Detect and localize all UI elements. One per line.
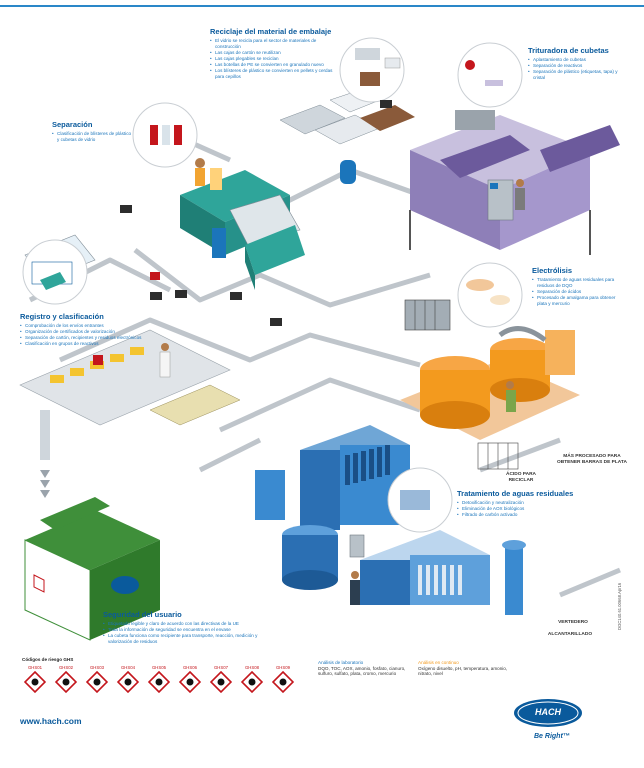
ghs-item: GHS08 <box>239 665 265 698</box>
list-item: Clasificación de blísteres de plástico y… <box>52 131 132 143</box>
section-user-safety: Seguridad del usuario Etiquetado legible… <box>103 610 278 645</box>
lab-analysis-title: Análisis de laboratorio <box>318 660 364 665</box>
packaging-bins <box>279 89 415 145</box>
section-separation: Separación Clasificación de blísteres de… <box>52 120 132 143</box>
list-item: Filtrado de carbón activado <box>457 512 587 518</box>
environment-icon <box>271 670 295 694</box>
section-title: Trituradora de cubetas <box>528 46 609 55</box>
section-title: Separación <box>52 120 93 129</box>
cuvette-box <box>24 497 160 641</box>
list-item: La cubeta funciona como recipiente para … <box>103 633 278 645</box>
label-silver-bars: MÁS PROCESADO PARA OBTENER BARRAS DE PLA… <box>557 454 627 465</box>
ghs-item: GHS01 <box>22 665 48 698</box>
list-item: Separación de cartón, recipientes y resi… <box>20 335 180 341</box>
label-landfill: VERTEDERO <box>558 620 588 625</box>
document-id: DOC140.61.00668.Apr16 <box>617 582 622 630</box>
ghs-title: Códigos de riesgo GHS <box>22 657 74 662</box>
flow-arrows <box>40 470 50 498</box>
list-item: Las cajas plegables se reciclan <box>210 56 335 62</box>
list-item: Organización de certificados de valoriza… <box>20 329 180 335</box>
ghs-code: GHS03 <box>89 665 105 670</box>
section-title: Reciclaje del material de embalaje <box>210 27 332 36</box>
list-item: Las botellas de PE se convierten en gran… <box>210 62 335 68</box>
list-item: El vidrio se recicla para el sector de m… <box>210 38 335 50</box>
callout-details <box>31 48 510 510</box>
list-item: Eliminación de AOX biológicos <box>457 506 587 512</box>
ghs-code: GHS08 <box>244 665 260 670</box>
section-packaging-recycling: Reciclaje del material de embalaje El vi… <box>210 27 335 80</box>
section-cuvette-crusher: Trituradora de cubetas Aplastamiento de … <box>528 46 628 81</box>
ghs-item: GHS03 <box>84 665 110 698</box>
list-item: Procesado de amalgama para obtener plata… <box>532 295 624 307</box>
list-item: Etiquetado legible y claro de acuerdo co… <box>103 621 278 627</box>
ghs-item: GHS06 <box>177 665 203 698</box>
skull-crossbones-icon <box>178 670 202 694</box>
ghs-code: GHS04 <box>120 665 136 670</box>
list-item: Separación de reactivos <box>528 63 628 69</box>
section-electrolysis: Electrólisis Tratamiento de aguas residu… <box>532 266 624 307</box>
section-title: Seguridad del usuario <box>103 610 182 619</box>
ghs-item: GHS02 <box>53 665 79 698</box>
ghs-item: GHS05 <box>146 665 172 698</box>
section-registration: Registro y clasificación Comprobación de… <box>20 312 180 347</box>
label-sewer: ALCANTARILLADO <box>547 632 593 637</box>
lab-analysis-note: Análisis de laboratorio DQO, TOC, AOX, a… <box>318 660 408 677</box>
corrosion-icon <box>147 670 171 694</box>
brand-slogan: Be Right™ <box>534 733 570 740</box>
list-item: Toda la información de seguridad se encu… <box>103 627 278 633</box>
exploding-bomb-icon <box>23 670 47 694</box>
wastewater-plant <box>255 425 526 615</box>
list-item: Los blísteres de plástico se convierten … <box>210 68 335 80</box>
cuvette-crusher <box>409 110 620 255</box>
ghs-code: GHS02 <box>58 665 74 670</box>
online-analysis-text: Oxígeno disuelto, pH, temperatura, amoni… <box>418 665 508 677</box>
ghs-code: GHS07 <box>213 665 229 670</box>
section-title: Electrólisis <box>532 266 573 275</box>
ghs-item: GHS09 <box>270 665 296 698</box>
trays <box>120 100 392 326</box>
flame-icon <box>54 670 78 694</box>
hach-logo <box>514 699 582 727</box>
wire-racks <box>404 299 519 470</box>
online-analysis-note: Análisis en continuo Oxígeno disuelto, p… <box>418 660 513 677</box>
ghs-code: GHS09 <box>275 665 291 670</box>
online-analysis-title: Análisis en continuo <box>418 660 459 665</box>
section-wastewater-treatment: Tratamiento de aguas residuales Detoxifi… <box>457 489 587 518</box>
section-title: Registro y clasificación <box>20 312 104 321</box>
list-item: Las cajas de cartón se reutilizan <box>210 50 335 56</box>
ghs-item: GHS04 <box>115 665 141 698</box>
gas-cylinder-icon <box>116 670 140 694</box>
exclamation-mark-icon <box>209 670 233 694</box>
health-hazard-icon <box>240 670 264 694</box>
lab-analysis-text: DQO, TOC, AOX, amonio, fosfato, cianuro,… <box>318 665 406 677</box>
label-acid-recycle: ÁCIDO PARA RECICLAR <box>505 472 537 483</box>
section-title: Tratamiento de aguas residuales <box>457 489 574 498</box>
ghs-code: GHS05 <box>151 665 167 670</box>
list-item: Comprobación de los envíos entrantes <box>20 323 180 329</box>
flame-over-circle-icon <box>85 670 109 694</box>
electrolysis-tanks <box>400 300 580 440</box>
separation-station <box>180 158 356 290</box>
ghs-code: GHS01 <box>27 665 43 670</box>
list-item: Tratamiento de aguas residuales para res… <box>532 277 624 289</box>
ghs-code: GHS06 <box>182 665 198 670</box>
list-item: Clasificación en grupos de reactivos <box>20 341 180 347</box>
brand-name: HACH <box>535 707 561 717</box>
list-item: Detoxificación y neutralización <box>457 500 587 506</box>
website-link[interactable]: www.hach.com <box>20 716 82 726</box>
list-item: Aplastamiento de cubetas <box>528 57 628 63</box>
callout-circles <box>22 37 523 533</box>
ghs-item: GHS07 <box>208 665 234 698</box>
list-item: Separación de plástico (etiquetas, tapa)… <box>528 69 628 81</box>
list-item: Separación de ácidos <box>532 289 624 295</box>
